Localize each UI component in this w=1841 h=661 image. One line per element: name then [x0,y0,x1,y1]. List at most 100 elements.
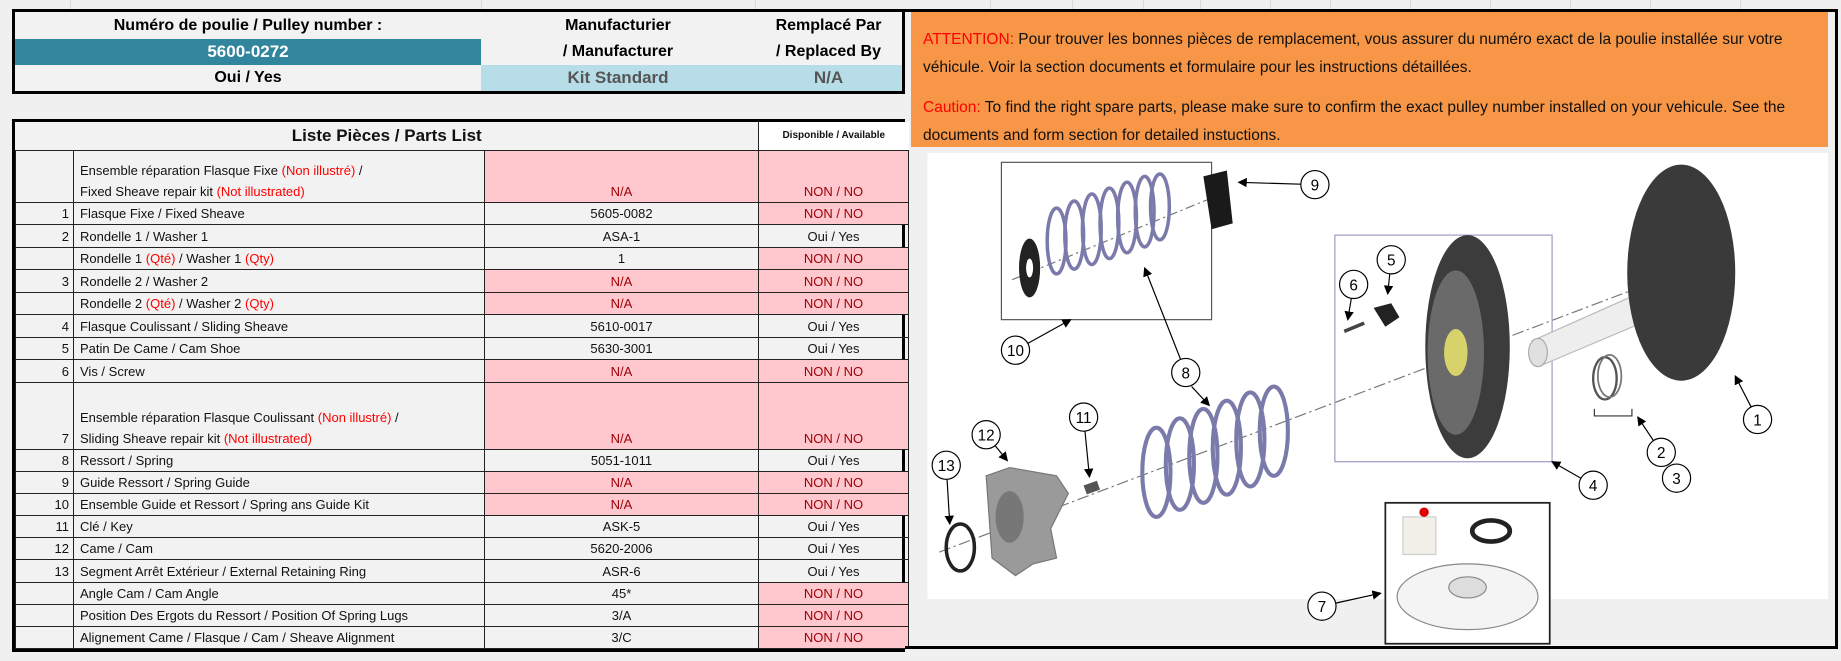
item-description: Ensemble Guide et Ressort / Spring ans G… [73,492,485,517]
description-line: Came / Cam [80,538,478,559]
parts-rows: Ensemble réparation Flasque Fixe (Non il… [15,149,910,650]
item-number [15,246,74,270]
item-number: 7 [15,381,74,450]
availability: NON / NO [758,246,910,270]
callout-number: 1 [1753,412,1761,429]
item-number: 12 [15,537,74,561]
availability: Oui / Yes [758,314,910,338]
description-line: Angle Cam / Cam Angle [80,583,478,604]
item-description: Ensemble réparation Flasque Fixe (Non il… [73,149,485,203]
item-description: Angle Cam / Cam Angle [73,581,485,605]
item-number: 6 [15,359,74,383]
callout-circle [1171,357,1201,388]
parts-list-table: Liste Pièces / Parts List Disponible / A… [12,119,910,653]
part-number: ASK-5 [483,515,760,539]
description-text: Segment Arrêt Extérieur / External Retai… [80,563,367,579]
availability: Oui / Yes [758,537,910,561]
item-description: Guide Ressort / Spring Guide [73,470,485,494]
description-line: Patin De Came / Cam Shoe [80,338,478,359]
description-note: (Qty) [245,296,274,311]
item-number: 13 [15,559,74,583]
description-text: Fixed Sheave repair kit [80,183,217,199]
pulley-number-label: Numéro de poulie / Pulley number : [113,16,383,34]
item-number [15,625,74,650]
callout-number: 13 [938,458,955,475]
availability: Oui / Yes [758,224,910,248]
callout-number: 8 [1182,365,1190,382]
table-row: Position Des Ergots du Ressort / Positio… [15,603,910,628]
callout-arrow [1083,431,1094,479]
kit-washer-hole [1026,258,1034,278]
callout-6: 6 [1338,269,1369,321]
callout-9: 9 [1237,169,1330,200]
description-line: Clé / Key [80,516,478,537]
part-number: N/A [483,492,760,517]
description-note: (Not illustrated) [216,183,305,199]
part-number: 1 [483,246,760,270]
callout-arrow [1027,319,1072,344]
available-column-header: Disponible / Available [758,122,909,151]
callout-number: 11 [1076,410,1092,427]
description-note: (Qté) [145,251,176,266]
notice-box: ATTENTION: Pour trouver les bonnes pièce… [911,12,1828,147]
washer-bracket [1593,408,1633,417]
notice-fr: ATTENTION: Pour trouver les bonnes pièce… [923,26,1816,82]
callout-arrow [994,445,1009,462]
description-text: Clé / Key [80,519,133,535]
part-number: N/A [483,149,760,203]
item-number: 9 [15,470,74,494]
callout-circle [1742,404,1773,435]
notice-en: Caution: To find the right spare parts, … [923,94,1816,150]
item-description: Ressort / Spring [73,448,485,472]
item-description: Rondelle 2 (Qté) / Washer 2 (Qty) [73,291,485,315]
description-text: / [355,162,363,178]
description-text: Ensemble Guide et Ressort / Spring ans G… [80,497,370,513]
item-description: Patin De Came / Cam Shoe [73,336,485,360]
item-description: Position Des Ergots du Ressort / Positio… [73,603,485,628]
callout-arrow [1237,177,1301,188]
replaced-by-label-en: / Replaced By [776,43,881,60]
part-number: 3/A [483,603,760,628]
callout-circle [1376,245,1406,275]
kit-pin-icon [1419,507,1429,517]
callout-7: 7 [1307,590,1382,621]
item-number: 5 [15,336,74,360]
pulley-number-value[interactable]: 5600-0272 [15,39,481,65]
availability: Oui / Yes [758,448,910,472]
part-number: ASR-6 [483,559,760,583]
description-text: Rondelle 1 / Washer 1 [80,228,209,244]
pulley-header-block: Numéro de poulie / Pulley number : 5600-… [12,9,905,94]
availability: NON / NO [758,581,910,605]
availability: NON / NO [758,381,910,450]
description-text: Angle Cam / Cam Angle [80,585,219,601]
availability: NON / NO [758,269,910,293]
description-text: Ensemble réparation Flasque Coulissant [80,409,318,425]
availability: NON / NO [758,359,910,383]
item-number: 2 [15,224,74,248]
description-text: Rondelle 2 / Washer 2 [80,273,209,289]
item-description: Segment Arrêt Extérieur / External Retai… [73,559,485,583]
table-row: Alignement Came / Flasque / Cam / Sheave… [15,625,910,650]
description-line: Ensemble Guide et Ressort / Spring ans G… [80,494,478,515]
item-description: Rondelle 2 / Washer 2 [73,269,485,293]
availability: NON / NO [758,470,910,494]
description-note: (Non illustré) [317,409,392,425]
fixed-sheave-icon [1627,164,1736,381]
item-number: 3 [15,269,74,293]
description-text: Alignement Came / Flasque / Cam / Sheave… [80,630,395,646]
description-note: (Non illustré) [281,162,356,178]
description-line: Flasque Fixe / Fixed Sheave [80,203,478,224]
part-number: 5630-3001 [483,336,760,360]
kit-spring-icon [1045,172,1172,276]
part-number: 5610-0017 [483,314,760,338]
part-number: 5620-2006 [483,537,760,561]
item-number: 11 [15,515,74,539]
callout-arrow [1191,386,1211,407]
washer-icon-2 [1596,354,1623,399]
callout-number: 5 [1387,253,1395,270]
callout-circle [1300,169,1330,200]
